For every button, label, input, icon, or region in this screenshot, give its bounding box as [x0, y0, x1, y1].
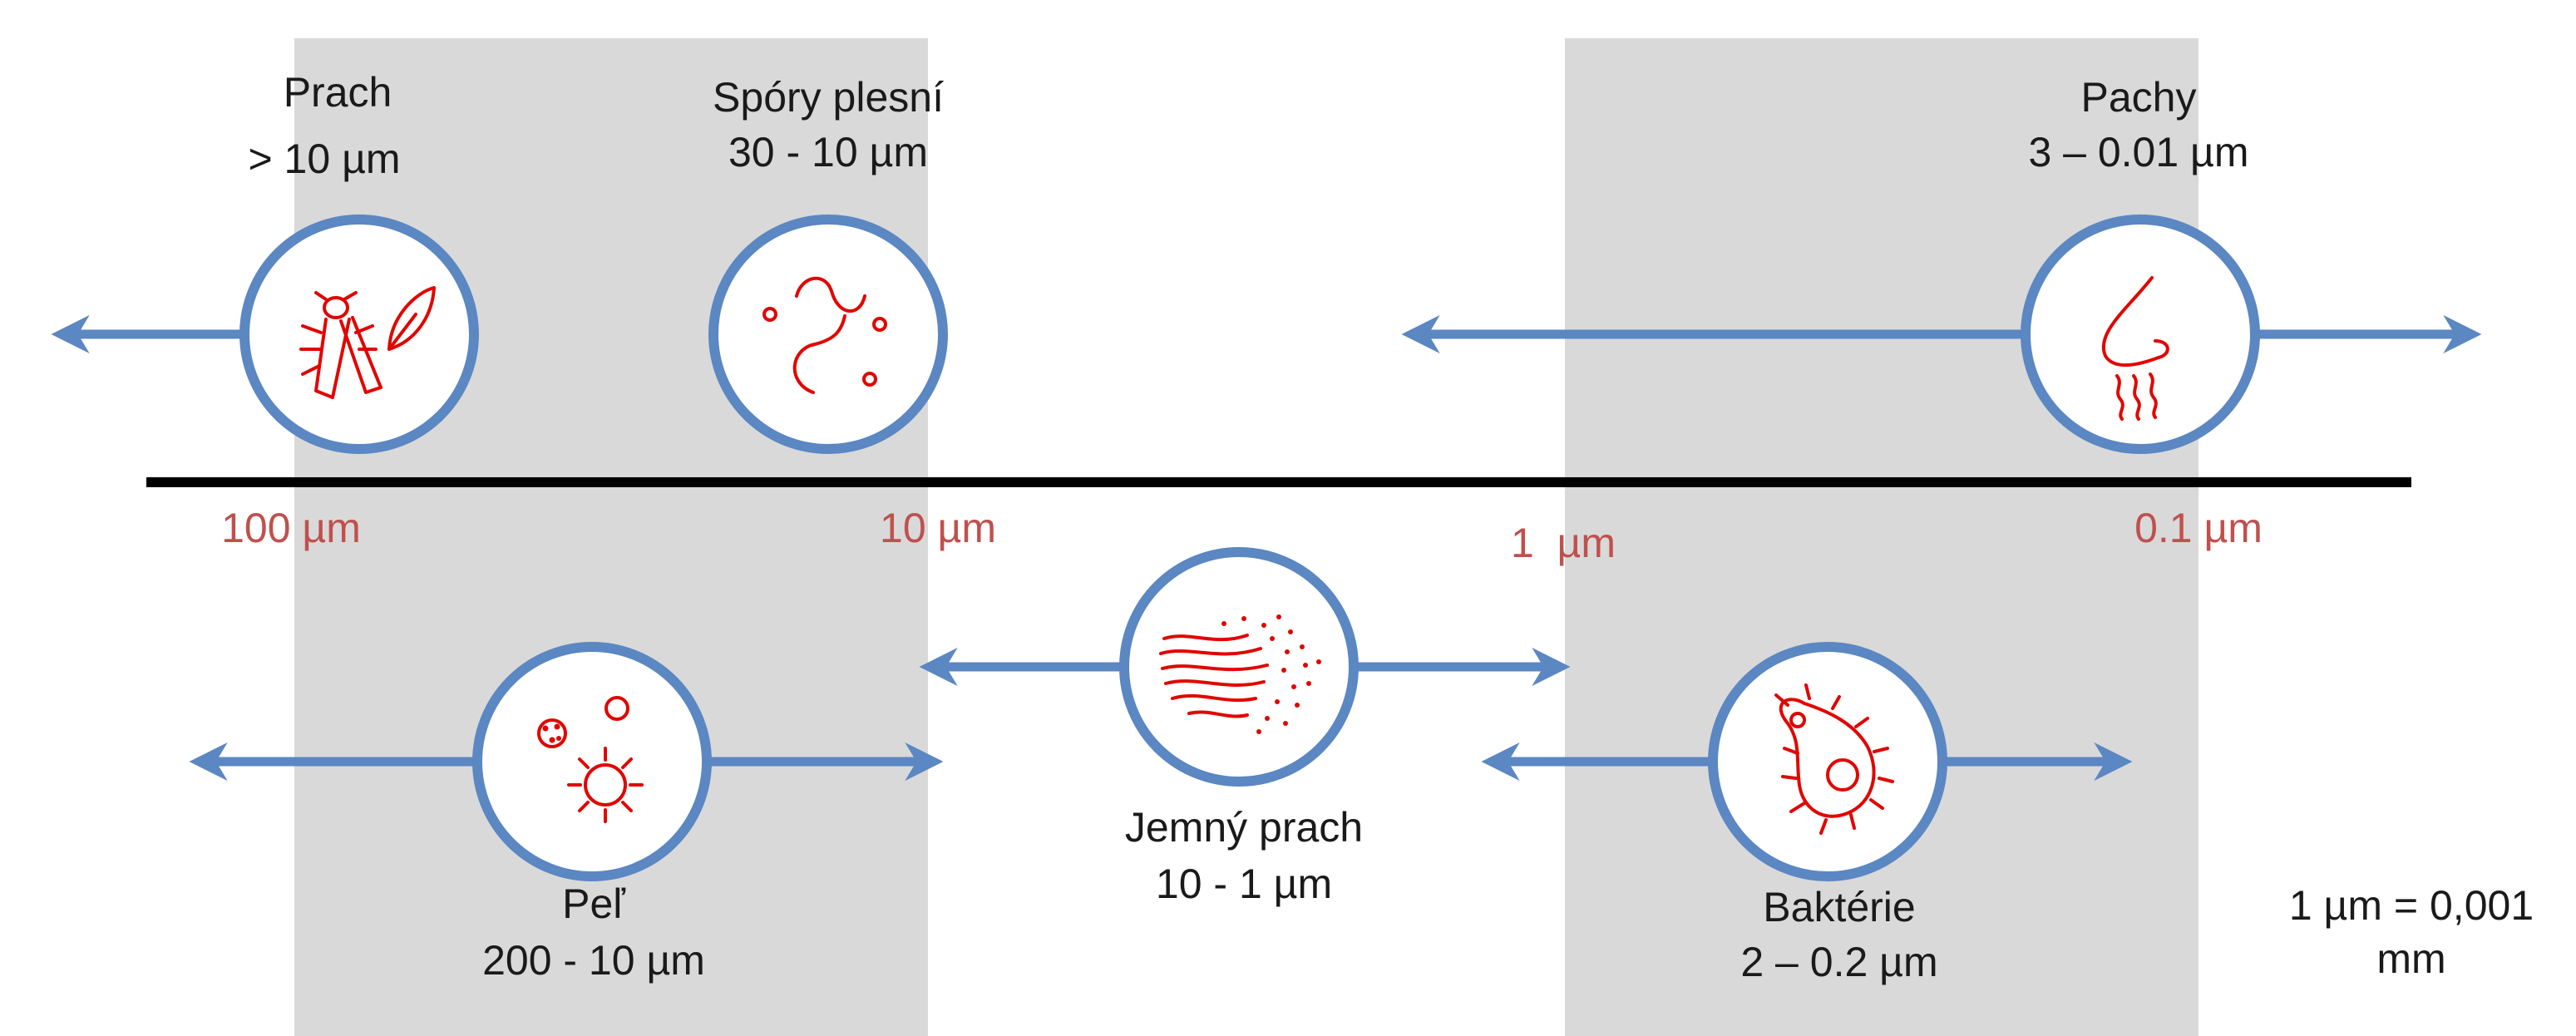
particle-name: Peľ [562, 881, 626, 927]
fine-dust-icon [1159, 634, 1269, 718]
particle-range: 2 – 0.2 µm [1740, 939, 1937, 985]
nose-smell-icon [2102, 276, 2169, 421]
tick-label-100um: 100 µm [221, 505, 361, 551]
particle-circle [472, 642, 712, 881]
particle-name: Spóry plesní [713, 74, 944, 121]
particle-range: 200 - 10 µm [482, 937, 705, 984]
particle-name: Pachy [2081, 74, 2197, 121]
particle-circle [1119, 547, 1359, 787]
tick-label-10um: 10 µm [880, 505, 996, 551]
particle-name: Prach [284, 69, 392, 116]
particle-circle [708, 215, 948, 454]
particle-pel: Peľ 200 - 10 µm [189, 642, 944, 984]
mold-spores-icon [762, 276, 887, 394]
unit-note-line1: 1 µm = 0,001 [2289, 882, 2534, 929]
particle-prach: Prach > 10 µm [51, 69, 479, 454]
particle-jemny-prach: Jemný prach 10 - 1 µm [919, 547, 1571, 907]
band-1-0-1um [1565, 38, 2198, 1036]
particle-name: Jemný prach [1125, 804, 1363, 851]
particle-bakterie: Baktérie 2 – 0.2 µm [1481, 642, 2133, 985]
particle-range: 10 - 1 µm [1156, 861, 1332, 907]
particle-range: 3 – 0.01 µm [2028, 129, 2248, 175]
particle-circle [1708, 642, 1947, 881]
tick-label-1um: 1 µm [1511, 520, 1616, 566]
fine-dust-particles [1221, 614, 1321, 734]
particle-range: > 10 µm [248, 136, 400, 182]
particle-name: Baktérie [1763, 884, 1915, 930]
particle-circle [2021, 215, 2260, 454]
pollen-icon [537, 696, 644, 823]
particle-range: 30 - 10 µm [728, 129, 928, 175]
particle-spory: Spóry plesní 30 - 10 µm [708, 74, 948, 454]
dust-mite-feather-icon [299, 286, 436, 399]
unit-note-line2: mm [2376, 935, 2445, 982]
tick-label-0-1um: 0.1 µm [2134, 505, 2263, 551]
bacteria-icon [1774, 683, 1894, 835]
particle-pachy: Pachy 3 – 0.01 µm [1401, 74, 2482, 454]
